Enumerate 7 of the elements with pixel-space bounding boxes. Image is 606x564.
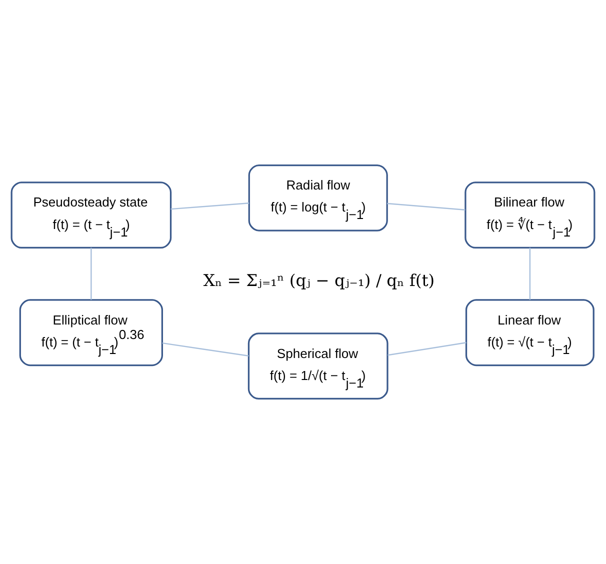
connector [90, 248, 92, 300]
connector [170, 202, 250, 210]
connector [388, 342, 466, 356]
connector [529, 248, 531, 300]
label: Xₙ = Σⱼ₌₁ⁿ (qⱼ − qⱼ₋₁) / qₙ f(t) [203, 271, 435, 290]
connector [387, 202, 466, 210]
connector [162, 342, 249, 356]
